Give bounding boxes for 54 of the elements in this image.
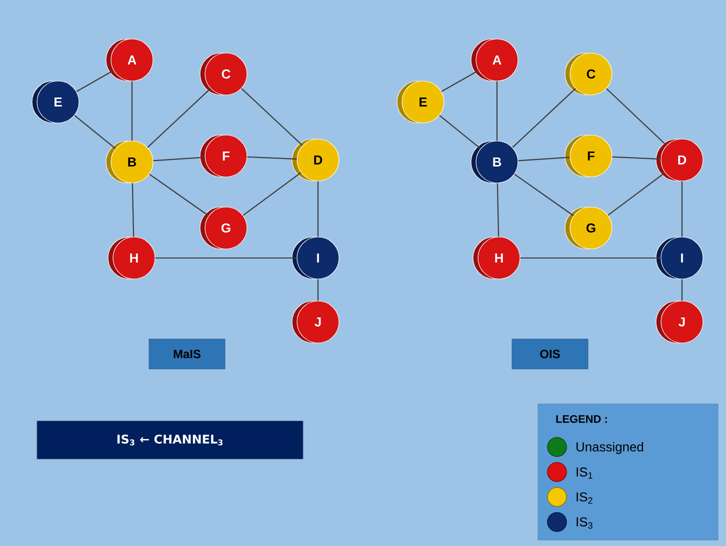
connector-line [155,257,297,259]
connector-line [496,183,500,237]
connector-line [147,88,211,148]
connector-line [132,183,134,237]
title-box: MaIS [148,338,226,370]
connector-line [439,114,481,149]
disc-node: G [564,206,612,250]
disc-node: D [292,138,340,182]
status-banner: IS$_{3}$ ← CHANNEL$_{3}$ [36,420,304,460]
disc-node: J [292,300,340,344]
disc-node: H [472,236,520,280]
connector-line [612,156,661,160]
connector-line [317,279,319,301]
title-box: OIS [512,338,588,370]
disc-node: C [200,52,248,96]
disc-node: E [32,80,80,124]
legend-title: LEGEND : [556,415,607,423]
connector-line [149,174,209,216]
disc-node: I [292,236,340,280]
connector-line [681,181,683,237]
disc-node: J [656,300,704,344]
connector-line [512,88,576,148]
disc-node: F [200,134,248,178]
connector-line [76,70,114,92]
disc-node: E [396,80,444,124]
legend-label: Unassigned [576,442,644,454]
connector-line [608,172,666,216]
legend-label: IS$_{1}$ [576,467,592,479]
disc-node: C [564,52,612,96]
disc-node: A [470,38,518,82]
disc-node: A [106,38,154,82]
disc-node: H [108,236,156,280]
disc-node: B [106,140,154,184]
connector-line [681,279,683,301]
disc-node: F [564,134,612,178]
connector-line [241,88,303,146]
disc-node: I [656,236,704,280]
connector-line [518,156,570,162]
legend-label: IS$_{2}$ [576,492,592,504]
disc-node: D [656,138,704,182]
disc-node: G [200,206,248,250]
connector-line [242,172,302,216]
connector-line [247,156,297,160]
connector-line [317,181,319,237]
disc-node: B [470,140,518,184]
connector-line [74,114,116,149]
connector-line [514,174,574,216]
connector-line [606,88,667,146]
connector-line [131,81,133,141]
connector-line [520,257,661,259]
connector-line [496,81,498,141]
connector-line [153,156,205,162]
connector-line [441,70,479,92]
legend-label: IS$_{3}$ [576,517,592,529]
